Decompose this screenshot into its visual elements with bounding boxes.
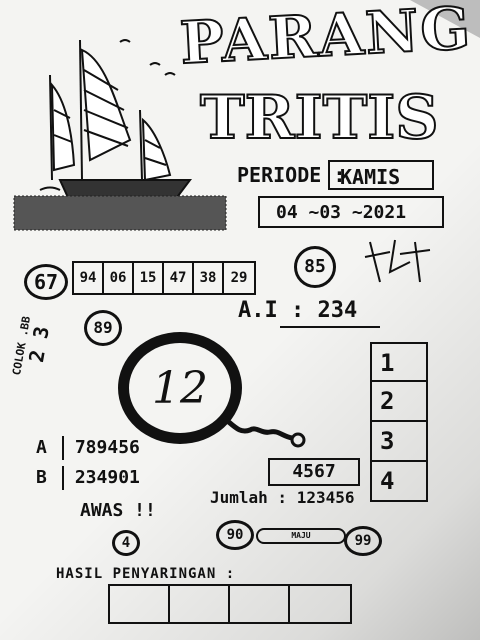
hasil-box — [290, 586, 350, 622]
row-a-key: A — [36, 436, 64, 460]
number-circle-right: 85 — [294, 246, 336, 288]
number-cell: 47 — [164, 263, 194, 293]
number-cell: 29 — [230, 270, 248, 286]
periode-label: PERIODE : — [237, 163, 346, 187]
column-cell: 3 — [370, 422, 428, 462]
hasil-box — [110, 586, 170, 622]
column-cell: 1 — [370, 342, 428, 382]
ai-underline — [280, 326, 380, 328]
signature-mark — [364, 239, 431, 283]
number-cell: 38 — [194, 263, 224, 293]
number-circle-left: 67 — [24, 264, 68, 300]
row-b-key: B — [36, 466, 64, 490]
jumlah-from-circle: 90 — [216, 520, 254, 550]
result-box: 4567 — [268, 458, 360, 486]
big-number-circle: 12 — [118, 332, 242, 444]
row-a: A 789456 — [36, 436, 140, 460]
jumlah-to-circle: 99 — [344, 526, 382, 556]
hasil-box — [170, 586, 230, 622]
periode-day: KAMIS — [328, 160, 434, 190]
right-number-column: 1 2 3 4 — [370, 342, 428, 502]
ai-number: 234 — [317, 298, 358, 323]
hasil-box — [230, 586, 290, 622]
number-cell: 06 — [104, 263, 134, 293]
ship-illustration — [13, 39, 227, 231]
number-cell: 94 — [74, 263, 104, 293]
row-b: B 234901 — [36, 466, 140, 490]
connector-squiggle — [222, 416, 306, 448]
awas-label: AWAS !! — [80, 500, 156, 521]
number-circle-small: 89 — [84, 310, 122, 346]
number-row: 94 06 15 47 38 29 — [72, 261, 256, 295]
row-a-value: 789456 — [74, 437, 140, 458]
column-cell: 4 — [370, 462, 428, 502]
ai-value: A.I : 234 — [238, 298, 357, 324]
jumlah-label: Jumlah : 123456 — [210, 488, 355, 507]
number-cell: 15 — [134, 263, 164, 293]
hasil-boxes — [108, 584, 352, 624]
awas-circle: 4 — [112, 530, 140, 556]
row-b-value: 234901 — [74, 467, 140, 488]
periode-date: 04 ~03 ~2021 — [258, 196, 444, 228]
jumlah-arrow: MAJU — [256, 528, 346, 544]
hasil-label: HASIL PENYARINGAN : — [56, 566, 236, 582]
title-line-2: TRITIS — [199, 82, 440, 154]
ai-label: A.I : — [238, 298, 305, 323]
column-cell: 2 — [370, 382, 428, 422]
title-line-1: PARANG — [177, 0, 474, 78]
